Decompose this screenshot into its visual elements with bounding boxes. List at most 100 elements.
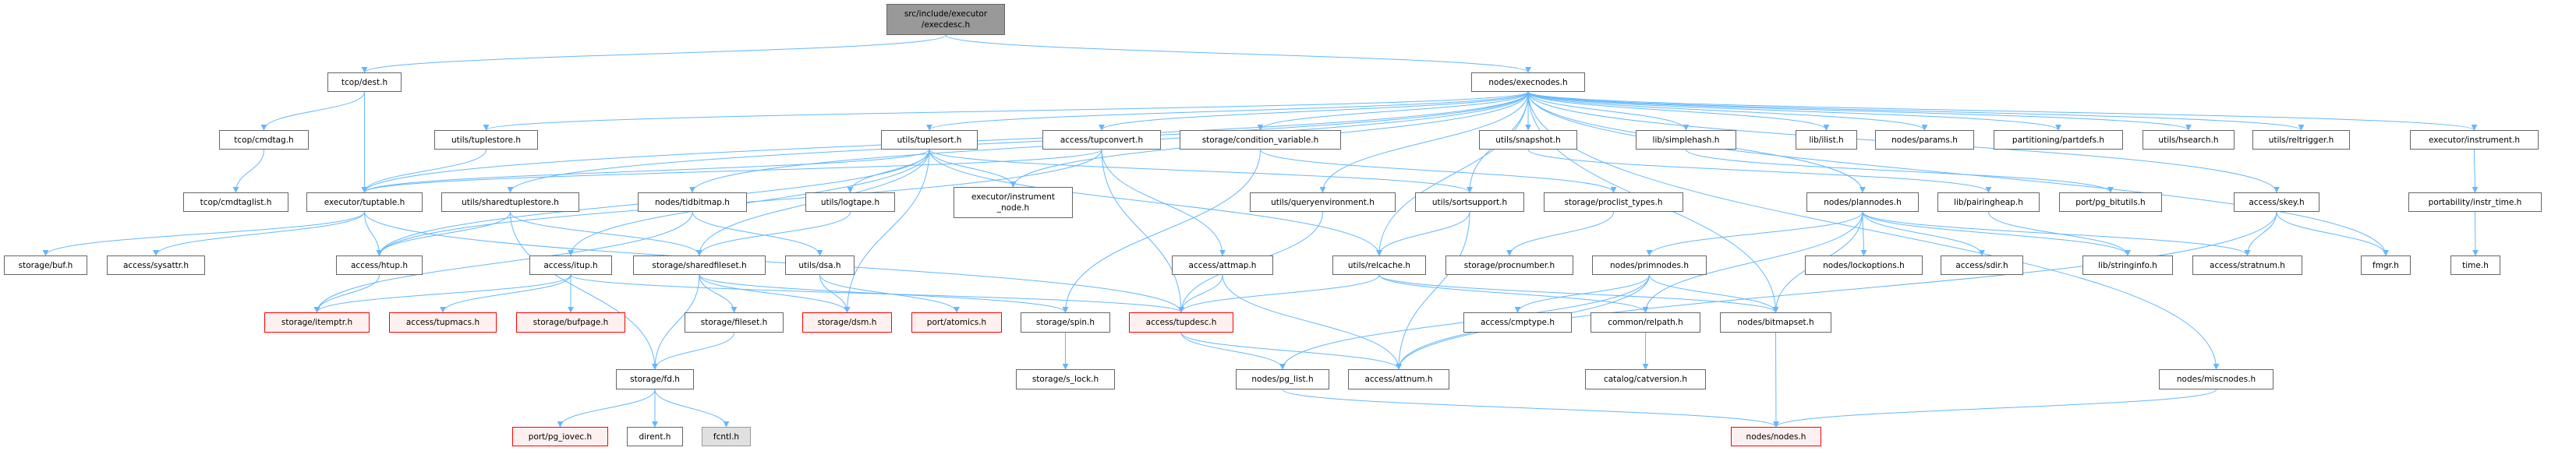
node-snapshot[interactable]: utils/snapshot.h <box>1479 130 1577 150</box>
node-pg-iovec[interactable]: port/pg_iovec.h <box>512 427 608 446</box>
node-bufpage[interactable]: storage/bufpage.h <box>516 312 625 333</box>
node-fd[interactable]: storage/fd.h <box>616 369 694 389</box>
node-condvar[interactable]: storage/condition_variable.h <box>1180 130 1341 150</box>
node-instrument[interactable]: executor/instrument.h <box>2410 130 2539 150</box>
node-dirent[interactable]: dirent.h <box>627 427 683 446</box>
node-proclist-types[interactable]: storage/proclist_types.h <box>1544 192 1683 212</box>
edge-execnodes-to-simplehash <box>1527 91 1690 131</box>
edge-tidbitmap-to-dsa <box>692 211 823 256</box>
edge-sharedfileset-to-spin <box>699 274 1069 313</box>
node-execnodes[interactable]: nodes/execnodes.h <box>1471 72 1585 92</box>
node-fileset[interactable]: storage/fileset.h <box>685 312 784 333</box>
edge-execnodes-to-tuplesort <box>926 91 1529 131</box>
edge-execnodes-to-instrument <box>1527 91 2478 131</box>
node-attmap[interactable]: access/attmap.h <box>1172 255 1273 275</box>
node-relcache[interactable]: utils/relcache.h <box>1332 255 1426 275</box>
node-itup[interactable]: access/itup.h <box>529 255 612 275</box>
node-sysattr[interactable]: access/sysattr.h <box>107 255 205 275</box>
node-relpath[interactable]: common/relpath.h <box>1591 312 1700 333</box>
edge-fileset-to-fd <box>652 332 734 370</box>
node-spin[interactable]: storage/spin.h <box>1021 312 1110 333</box>
node-tuplesort[interactable]: utils/tuplesort.h <box>881 130 978 150</box>
node-cmdtaglist[interactable]: tcop/cmdtaglist.h <box>183 192 288 212</box>
edge-tuplesort-to-tuptable <box>361 149 930 193</box>
node-sharedfileset[interactable]: storage/sharedfileset.h <box>633 255 766 275</box>
edge-tuplestore-to-tuptable <box>361 149 487 193</box>
node-atomics[interactable]: port/atomics.h <box>911 312 1002 333</box>
edge-tuptable-to-htup <box>364 211 383 256</box>
edge-execnodes-to-hsearch <box>1527 91 2192 131</box>
node-skey[interactable]: access/skey.h <box>2234 192 2319 212</box>
edge-tupdesc-to-pg_list <box>1180 332 1286 370</box>
node-tidbitmap[interactable]: nodes/tidbitmap.h <box>638 192 747 212</box>
node-pg-list[interactable]: nodes/pg_list.h <box>1236 369 1329 389</box>
node-pg-bitutils[interactable]: port/pg_bitutils.h <box>2059 192 2162 212</box>
node-sdir[interactable]: access/sdir.h <box>1941 255 2023 275</box>
node-stratnum[interactable]: access/stratnum.h <box>2192 255 2302 275</box>
edge-execnodes-to-params <box>1527 91 1928 131</box>
node-htup[interactable]: access/htup.h <box>336 255 423 275</box>
edge-primnodes-to-bitmapset <box>1649 274 1779 313</box>
node-dsm[interactable]: storage/dsm.h <box>802 312 892 333</box>
node-tuplestore[interactable]: utils/tuplestore.h <box>434 130 538 150</box>
node-s-lock[interactable]: storage/s_lock.h <box>1016 369 1115 389</box>
node-plannodes[interactable]: nodes/plannodes.h <box>1806 192 1919 212</box>
node-dsa[interactable]: utils/dsa.h <box>785 255 855 275</box>
node-nodes[interactable]: nodes/nodes.h <box>1731 427 1821 446</box>
node-logtape[interactable]: utils/logtape.h <box>805 192 895 212</box>
edge-snapshot-to-pairingheap <box>1527 149 1992 193</box>
node-tupdesc[interactable]: access/tupdesc.h <box>1129 312 1233 333</box>
node-instr-time[interactable]: portability/instr_time.h <box>2408 192 2542 212</box>
node-ilist[interactable]: lib/ilist.h <box>1796 130 1857 150</box>
edge-tupconvert-to-attmap <box>1101 149 1226 256</box>
edge-tuplesort-to-instrument_node <box>929 149 1017 188</box>
node-hsearch[interactable]: utils/hsearch.h <box>2143 130 2235 150</box>
node-primnodes[interactable]: nodes/primnodes.h <box>1592 255 1707 275</box>
edge-execnodes-to-relcache <box>1376 91 1529 256</box>
node-partdefs[interactable]: partitioning/partdefs.h <box>1994 130 2123 150</box>
node-queryenv[interactable]: utils/queryenvironment.h <box>1250 192 1396 212</box>
node-stringinfo[interactable]: lib/stringinfo.h <box>2082 255 2173 275</box>
node-catversion[interactable]: catalog/catversion.h <box>1585 369 1706 389</box>
edge-skey-to-stratnum <box>2244 211 2277 256</box>
edge-tuplesort-to-sortsupport <box>929 149 1473 193</box>
edge-tupconvert-to-tupdesc <box>1101 149 1184 313</box>
node-time[interactable]: time.h <box>2450 255 2500 275</box>
node-pairingheap[interactable]: lib/pairingheap.h <box>1937 192 2040 212</box>
node-tupmacs[interactable]: access/tupmacs.h <box>389 312 497 333</box>
node-tcop-cmdtag[interactable]: tcop/cmdtag.h <box>219 130 309 150</box>
node-attnum[interactable]: access/attnum.h <box>1348 369 1449 389</box>
node-params[interactable]: nodes/params.h <box>1875 130 1974 150</box>
edge-instr_time-to-time <box>2472 211 2479 256</box>
node-miscnodes[interactable]: nodes/miscnodes.h <box>2159 369 2273 389</box>
node-sharedtuplestore[interactable]: utils/sharedtuplestore.h <box>441 192 579 212</box>
node-fmgr[interactable]: fmgr.h <box>2361 255 2411 275</box>
node-tupconvert[interactable]: access/tupconvert.h <box>1042 130 1161 150</box>
edge-plannodes-to-stratnum <box>1862 211 2251 256</box>
node-instrument-node[interactable]: executor/instrument _node.h <box>954 187 1073 218</box>
edge-tuptable-to-buf <box>42 211 365 256</box>
node-tcop-dest[interactable]: tcop/dest.h <box>327 72 402 92</box>
node-fcntl[interactable]: fcntl.h <box>702 427 751 446</box>
edge-fd-to-fcntl <box>654 389 730 428</box>
edge-sharedtuplestore-to-fd <box>510 211 658 370</box>
node-simplehash[interactable]: lib/simplehash.h <box>1636 130 1736 150</box>
edge-sharedtuplestore-to-sharedfileset <box>510 211 702 256</box>
node-buf[interactable]: storage/buf.h <box>4 255 87 275</box>
node-lockoptions[interactable]: nodes/lockoptions.h <box>1805 255 1923 275</box>
node-cmptype[interactable]: access/cmptype.h <box>1463 312 1572 333</box>
edge-tuptable-to-tupdesc <box>364 211 1184 313</box>
node-reltrigger[interactable]: utils/reltrigger.h <box>2252 130 2350 150</box>
node-procnumber[interactable]: storage/procnumber.h <box>1445 255 1573 275</box>
edge-execnodes-to-reltrigger <box>1527 91 2305 131</box>
node-sortsupport[interactable]: utils/sortsupport.h <box>1415 192 1524 212</box>
node-bitmapset[interactable]: nodes/bitmapset.h <box>1720 312 1831 333</box>
node-itemptr[interactable]: storage/itemptr.h <box>264 312 370 333</box>
edge-condvar-to-spin <box>1062 149 1261 313</box>
edge-proclist_types-to-procnumber <box>1506 211 1614 256</box>
node-tuptable[interactable]: executor/tuptable.h <box>306 192 423 212</box>
edge-pairingheap-to-stringinfo <box>1988 211 2131 256</box>
edge-plannodes-to-primnodes <box>1646 211 1863 256</box>
edge-itup-to-itemptr <box>313 274 571 313</box>
